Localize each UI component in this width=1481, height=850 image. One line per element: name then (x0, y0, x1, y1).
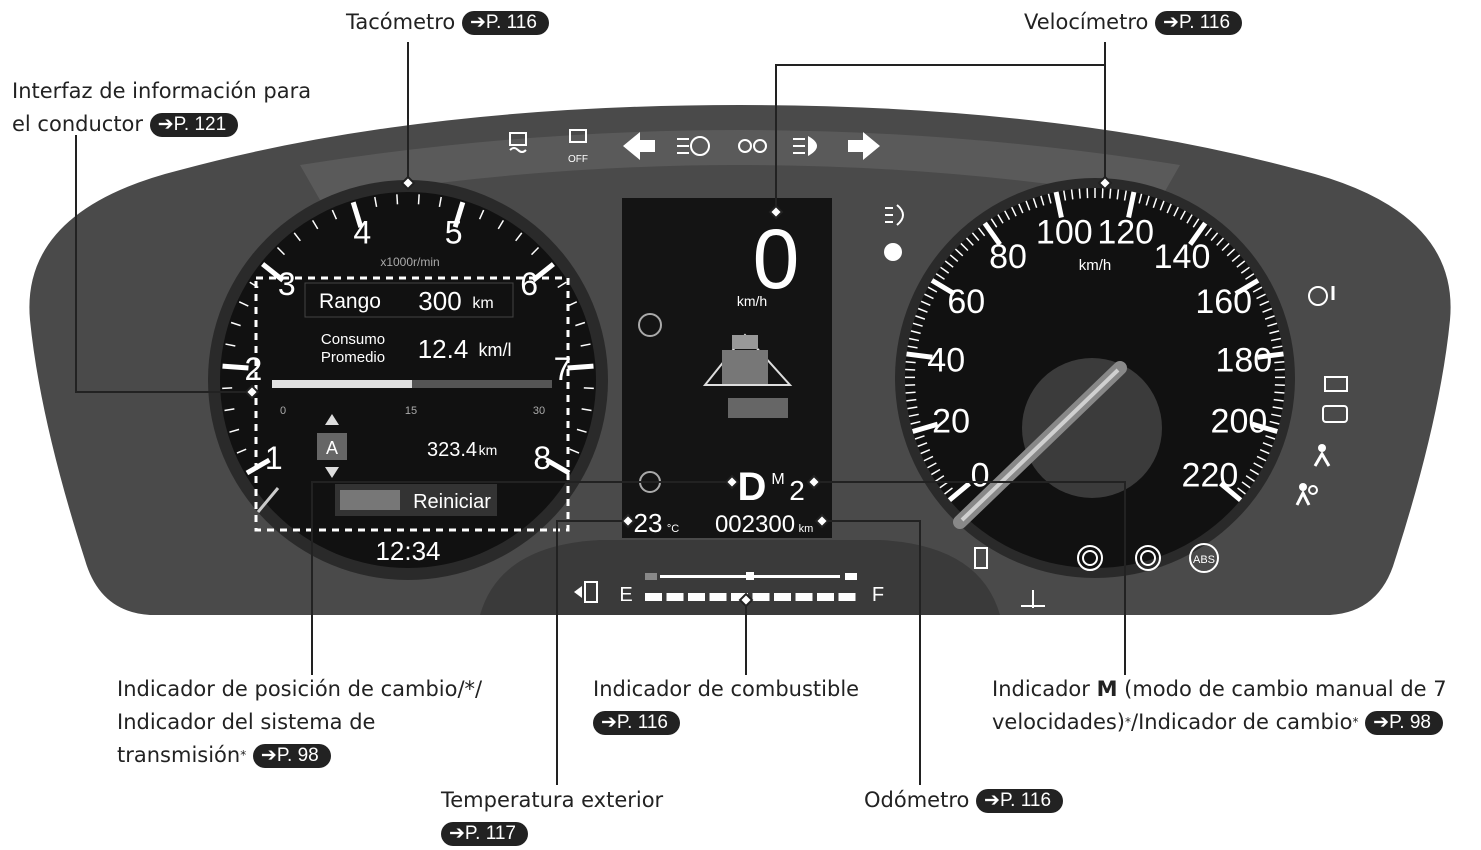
svg-text:M: M (771, 471, 784, 488)
tach-number: 3 (278, 266, 296, 302)
avg-value: 12.4 (418, 334, 469, 364)
clock: 12:34 (375, 536, 440, 566)
fuel-segment (817, 593, 834, 601)
speedo-number: 20 (932, 402, 970, 440)
indicator-dot (884, 243, 902, 261)
speedo-number: 160 (1195, 283, 1252, 321)
outside-temp-value: 23 (634, 508, 663, 538)
avg-unit: km/l (479, 340, 512, 360)
tach-number: 2 (245, 351, 263, 387)
odometer-value: 002300 (715, 511, 795, 538)
tach-number: 1 (265, 440, 283, 476)
svg-text:OFF: OFF (568, 154, 588, 165)
center-speed-unit: km/h (737, 293, 767, 309)
odometer-label: Odómetro ➔P. 116 (864, 784, 1063, 817)
speedo-number: 200 (1211, 402, 1268, 440)
center-speed: 0 (753, 212, 800, 306)
odometer-page-ref[interactable]: ➔P. 116 (976, 789, 1063, 813)
speedo-number: 180 (1215, 341, 1272, 379)
driver-info-label: Interfaz de información para el conducto… (12, 75, 311, 141)
speedo-number: 80 (989, 238, 1027, 276)
fuel-segment (774, 593, 791, 601)
svg-text:D: D (738, 465, 767, 509)
avg-label-1: Consumo (321, 331, 385, 348)
svg-text:0: 0 (280, 405, 286, 417)
speedometer-page-ref[interactable]: ➔P. 116 (1155, 11, 1242, 35)
speedo-number: 60 (947, 283, 985, 321)
fuel-segment (796, 593, 813, 601)
fuel-segment (839, 593, 856, 601)
fuel-segment (667, 593, 684, 601)
fuel-segment (753, 593, 770, 601)
fuel-segment (688, 593, 705, 601)
speedo-unit: km/h (1079, 257, 1112, 274)
fuel-segment (710, 593, 727, 601)
speedo-number: 40 (927, 341, 965, 379)
trip-letter: A (326, 438, 338, 458)
outside-temp-unit: °C (667, 523, 679, 535)
outside-temp-page-ref[interactable]: ➔P. 117 (441, 822, 528, 846)
speedo-number: 220 (1182, 457, 1239, 495)
tachometer-page-ref[interactable]: ➔P. 116 (462, 11, 549, 35)
range-unit: km (472, 295, 493, 312)
speedo-number: 120 (1097, 213, 1154, 251)
svg-text:F: F (872, 584, 884, 606)
range-label: Rango (319, 290, 381, 313)
trip-unit: km (479, 442, 498, 458)
svg-text:30: 30 (533, 405, 545, 417)
odometer-unit: km (799, 523, 814, 535)
svg-text:ABS: ABS (1193, 554, 1215, 566)
outside-temp-label: Temperatura exterior ➔P. 117 (441, 784, 663, 850)
tachometer-label: Tacómetro ➔P. 116 (346, 6, 549, 39)
m-indicator-label: Indicador M (modo de cambio manual de 7 … (992, 673, 1447, 739)
fuel-gauge-page-ref[interactable]: ➔P. 116 (593, 711, 680, 735)
tach-number: 6 (520, 266, 538, 302)
reset-label: Reiniciar (413, 491, 491, 513)
speedo-hub (1022, 358, 1162, 498)
speedo-number: 140 (1154, 238, 1211, 276)
range-value: 300 (418, 286, 461, 316)
fuel-segment (645, 593, 662, 601)
svg-text:2: 2 (789, 475, 805, 506)
speedo-number: 100 (1036, 213, 1093, 251)
avg-label-2: Promedio (321, 349, 385, 366)
m-indicator-page-ref[interactable]: ➔P. 98 (1365, 711, 1443, 735)
tach-number: 5 (445, 214, 463, 250)
gear-position-label: Indicador de posición de cambio/*/ Indic… (117, 673, 482, 772)
svg-text:15: 15 (405, 405, 417, 417)
tach-unit: x1000r/min (380, 255, 439, 269)
driver-info-page-ref[interactable]: ➔P. 121 (150, 113, 238, 137)
fuel-gauge-label: Indicador de combustible ➔P. 116 (593, 673, 859, 739)
tach-number: 8 (533, 440, 551, 476)
speedometer-label: Velocímetro ➔P. 116 (1024, 6, 1242, 39)
gear-position-page-ref[interactable]: ➔P. 98 (253, 744, 331, 768)
trip-value: 323.4 (427, 439, 477, 461)
svg-text:E: E (619, 584, 632, 606)
tach-number: 4 (353, 214, 371, 250)
